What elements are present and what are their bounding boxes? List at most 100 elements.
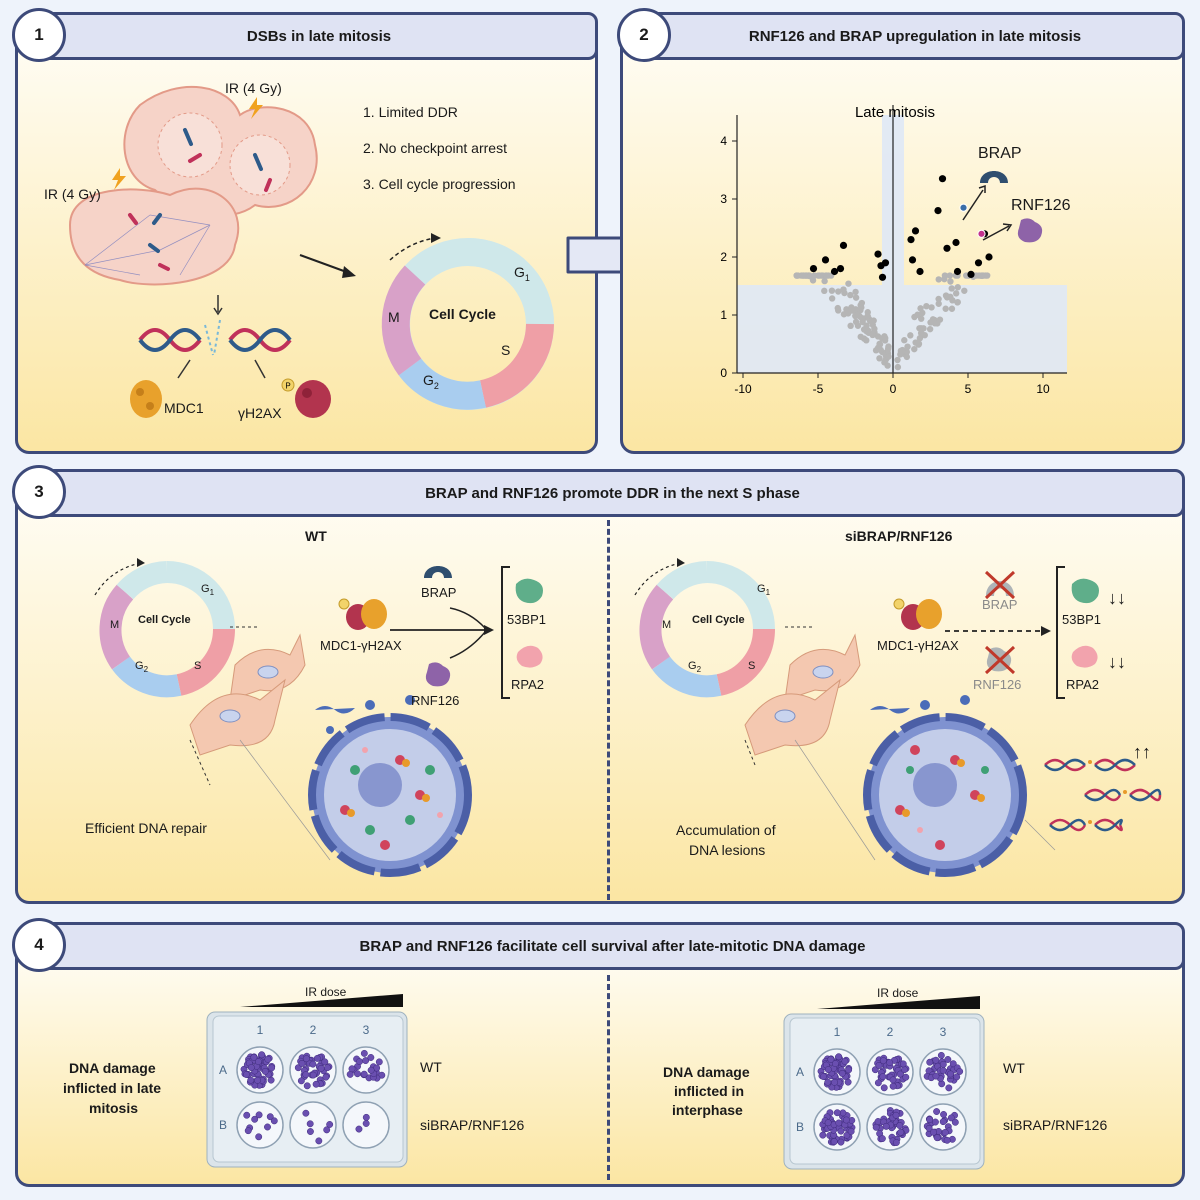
significant-point (911, 227, 920, 235)
significant-point (943, 244, 951, 252)
non-significant-point (935, 300, 942, 307)
significant-point (908, 256, 917, 264)
right-ir-dose-label: IR dose (877, 986, 919, 1000)
panel-1-number: 1 (12, 8, 66, 62)
left-well (236, 1101, 284, 1149)
si-rpa2-label: RPA2 (1066, 677, 1099, 692)
left-ir-dose-label: IR dose (305, 985, 347, 999)
left-row-label: A (219, 1063, 227, 1077)
right-col-label: 2 (887, 1025, 894, 1039)
panel-4-title: BRAP and RNF126 facilitate cell survival… (359, 937, 866, 955)
cycle-g2-label-p1: G2 (423, 372, 439, 391)
lightning-icon (112, 168, 126, 190)
non-significant-point (903, 353, 911, 361)
rnf126-crossed-icon-si (984, 645, 1016, 675)
non-significant-point (914, 311, 921, 318)
non-significant-point (800, 272, 807, 279)
non-significant-point (864, 309, 871, 316)
non-significant-point (931, 320, 939, 327)
non-significant-point (870, 317, 877, 324)
non-significant-point (852, 288, 859, 296)
non-significant-point (793, 272, 800, 279)
non-significant-point (869, 331, 876, 339)
cycle-title-wt: Cell Cycle (138, 614, 191, 626)
non-significant-point (911, 345, 918, 353)
non-significant-point (923, 302, 930, 310)
cycle-g1-label-p1: G1 (514, 264, 530, 283)
cell-cycle-ring-si (634, 558, 776, 698)
cycle-g1-label-si: G1 (757, 583, 771, 598)
non-significant-point (952, 290, 960, 297)
significant-point (985, 253, 993, 261)
panel-4-header: BRAP and RNF126 facilitate cell survival… (40, 922, 1185, 970)
53bp1-icon-wt (515, 578, 543, 604)
cell-cycle-ring-wt (94, 558, 236, 698)
wt-complex-label: MDC1-γH2AX (320, 638, 402, 653)
significant-point (974, 259, 983, 267)
significant-point (821, 256, 830, 264)
panel-1-header: DSBs in late mitosis (40, 12, 598, 60)
non-significant-point (840, 286, 847, 293)
significant-point (878, 273, 887, 281)
si-rnf126-label: RNF126 (973, 677, 1022, 692)
mdc1-h2ax-complex-icon-wt (338, 598, 387, 630)
non-significant-point (847, 322, 854, 330)
wt-brap-label: BRAP (421, 585, 457, 600)
non-significant-point (941, 275, 948, 283)
53bp1-down-arrows: ↓↓ (1108, 588, 1126, 608)
point-brap (959, 203, 968, 212)
rnf126-plot-label: RNF126 (1011, 197, 1071, 214)
cycle-title-p1: Cell Cycle (429, 306, 496, 322)
non-significant-point (852, 294, 860, 301)
si-complex-label: MDC1-γH2AX (877, 638, 959, 653)
non-significant-point (828, 295, 836, 302)
right-col-label: 1 (834, 1025, 841, 1039)
volcano-label-arrows (962, 184, 1013, 241)
significant-point (874, 250, 882, 258)
ir-label-top: IR (4 Gy) (225, 80, 282, 96)
panel-2-number: 2 (617, 8, 671, 62)
right-ir-dose-wedge (817, 996, 980, 1009)
non-significant-point (954, 299, 961, 306)
mitotic-cells-illustration (68, 85, 318, 286)
lightning-icon (249, 97, 263, 119)
cycle-m-label-wt: M (110, 619, 120, 631)
volcano-title: Late mitosis (855, 104, 935, 121)
non-significant-point (897, 351, 904, 358)
rpa2-icon-wt (516, 645, 543, 668)
non-significant-point (882, 334, 889, 342)
brap-crossed-icon-si (984, 570, 1016, 600)
broken-dna-icons (1044, 758, 1162, 832)
non-significant-point (823, 272, 830, 279)
non-significant-point (948, 305, 956, 312)
wt-53bp1-label: 53BP1 (507, 612, 547, 627)
cells-and-nucleus-wt (189, 626, 472, 877)
panel-3-title: BRAP and RNF126 promote DDR in the next … (425, 484, 800, 502)
non-significant-point (821, 287, 828, 295)
x-tick-label: 5 (965, 382, 972, 396)
significant-point (830, 267, 839, 276)
non-significant-point (936, 316, 944, 323)
significant-point (938, 175, 947, 183)
si-53bp1-label: 53BP1 (1062, 612, 1102, 627)
h2ax-protein-icon (295, 380, 331, 418)
si-caption-l1: Accumulation of (676, 822, 776, 838)
mdc1-label: MDC1 (164, 400, 204, 416)
wt-caption: Efficient DNA repair (85, 820, 207, 836)
point-rnf126 (977, 229, 986, 238)
significant-point (967, 270, 975, 278)
significant-point (836, 265, 845, 273)
significant-point (952, 238, 960, 247)
panel-2-title: RNF126 and BRAP upregulation in late mit… (748, 27, 1082, 45)
rpa2-down-arrows: ↓↓ (1108, 652, 1126, 672)
left-col-label: 3 (363, 1023, 370, 1037)
non-significant-point (946, 272, 954, 279)
right-row-label: A (796, 1065, 804, 1079)
si-brap-label: BRAP (982, 597, 1018, 612)
arrow-to-cycle (299, 254, 356, 278)
si-bracket (1056, 566, 1065, 699)
panel-3-number: 3 (12, 465, 66, 519)
non-significant-point (828, 287, 836, 294)
ddr-list-item-1: 1. Limited DDR (363, 104, 458, 120)
